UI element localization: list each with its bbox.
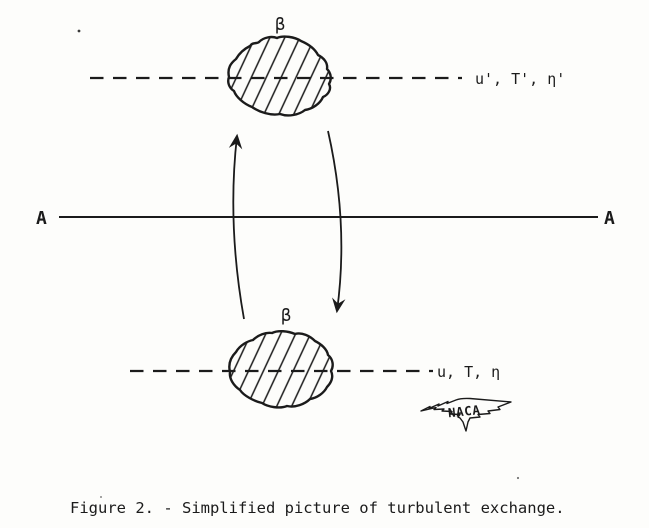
- section-label-right: A: [604, 208, 615, 229]
- section-label-left: A: [36, 208, 47, 229]
- naca-logo-text: NACA: [447, 402, 481, 420]
- upward-exchange-arrow: [228, 133, 245, 320]
- upper-blob-beta-label: β: [275, 15, 285, 35]
- lower-blob-hatching: [229, 331, 333, 408]
- scan-speck: [100, 496, 102, 498]
- lower-blob-beta-label: β: [281, 306, 291, 326]
- upper-blob-hatching: [228, 36, 331, 116]
- naca-logo: NACA: [420, 397, 512, 432]
- figure-caption: Figure 2. - Simplified picture of turbul…: [70, 499, 565, 517]
- lower-centerline-label: u, T, η: [437, 363, 500, 381]
- downward-exchange-arrow: [327, 130, 346, 314]
- scan-speck: [77, 29, 81, 33]
- naca-logo-wings: [420, 397, 512, 432]
- upper-centerline-label: u', T', η': [475, 70, 565, 88]
- scan-speck: [516, 476, 520, 480]
